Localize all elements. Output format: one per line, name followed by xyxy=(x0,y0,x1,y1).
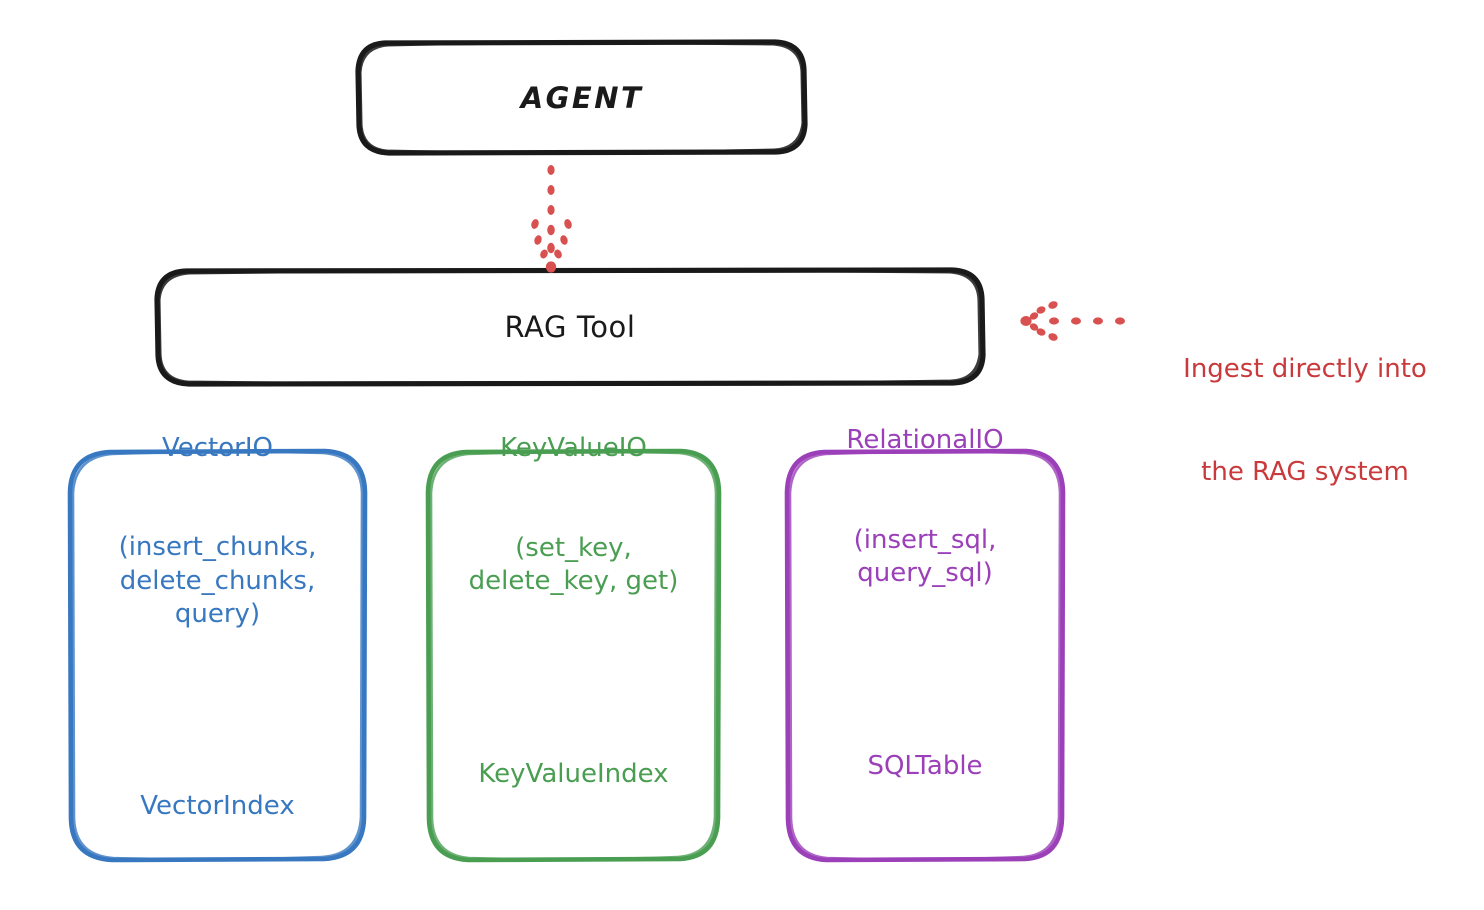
key-value-io-index-label: KeyValueIndex xyxy=(478,758,669,789)
vector-io-node[interactable]: VectorIO (insert_chunks, delete_chunks, … xyxy=(70,433,365,860)
relational-io-interface-label: RelationalIO xyxy=(846,425,1004,456)
relational-io-content: RelationalIO (insert_sql, query_sql) SQL… xyxy=(846,358,1003,850)
ingest-annotation-line-1: Ingest directly into xyxy=(1183,353,1427,384)
vector-io-spacer xyxy=(119,698,317,724)
rag-tool-node[interactable]: RAG Tool xyxy=(157,270,983,384)
key-value-io-methods-label: (set_key, delete_key, get) xyxy=(468,532,679,597)
ingest-annotation: Ingest directly into the RAG system xyxy=(1140,283,1470,558)
vector-io-interface-label: VectorIO xyxy=(162,432,273,463)
vector-io-index-label: VectorIndex xyxy=(140,791,295,822)
key-value-io-content: KeyValueIO (set_key, delete_key, get) Ke… xyxy=(469,366,679,858)
relational-io-spacer xyxy=(846,657,1003,683)
key-value-io-interface-label: KeyValueIO xyxy=(500,433,647,464)
relational-io-node[interactable]: RelationalIO (insert_sql, query_sql) SQL… xyxy=(787,425,1063,860)
ingest-annotation-line-2: the RAG system xyxy=(1201,456,1409,487)
key-value-io-node[interactable]: KeyValueIO (set_key, delete_key, get) Ke… xyxy=(428,433,719,860)
vector-io-content: VectorIO (insert_chunks, delete_chunks, … xyxy=(119,365,317,890)
key-value-io-spacer xyxy=(469,665,679,691)
ingest-arrow xyxy=(1020,301,1125,341)
relational-io-methods-label: (insert_sql, query_sql) xyxy=(853,524,997,589)
agent-node[interactable]: AGENT xyxy=(358,42,806,154)
agent-label: AGENT xyxy=(520,81,644,115)
vector-io-methods-label: (insert_chunks, delete_chunks, query) xyxy=(118,532,317,629)
agent-to-rag-arrow xyxy=(531,165,572,273)
relational-io-index-label: SQLTable xyxy=(867,750,983,781)
rag-tool-label: RAG Tool xyxy=(504,310,636,344)
